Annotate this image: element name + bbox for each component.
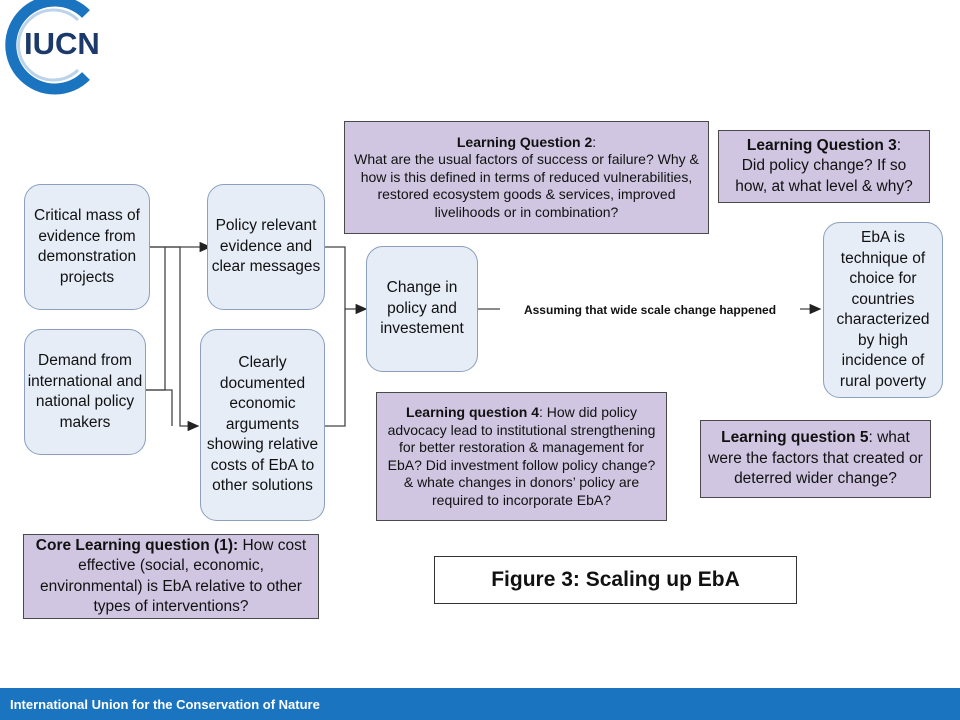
learning-question-4-text: How did policy advocacy lead to institut… [387, 404, 656, 508]
connector-policy-to-change [325, 246, 368, 315]
core-learning-question-title: Core Learning question (1): [35, 536, 239, 554]
learning-question-5-title: Learning question 5 [721, 429, 869, 447]
box-documented: Clearly documented economic arguments sh… [200, 329, 325, 521]
footer-text: International Union for the Conservation… [10, 696, 320, 712]
learning-question-2-text: What are the usual factors of success or… [354, 151, 699, 220]
connector-demand-to-documented [146, 389, 173, 426]
box-policy-relevant: Policy relevant evidence and clear messa… [207, 184, 325, 310]
learning-question-2: Learning Question 2:What are the usual f… [344, 121, 709, 234]
box-critical-mass: Critical mass of evidence from demonstra… [24, 184, 150, 310]
connector-critical-to-documented [150, 246, 200, 432]
connector-documented-to-change [325, 309, 346, 427]
figure-caption: Figure 3: Scaling up EbA [434, 556, 797, 604]
box-eba: EbA is technique of choice for countries… [823, 222, 943, 398]
learning-question-3-text: Did policy change? If so how, at what le… [735, 157, 913, 195]
learning-question-5-text: what were the factors that created or de… [708, 429, 923, 488]
core-learning-question-text: How cost effective (social, economic, en… [40, 536, 307, 616]
core-learning-question: Core Learning question (1): How cost eff… [23, 534, 319, 619]
logo-ring-icon [5, 0, 90, 95]
learning-question-4-title: Learning question 4 [405, 404, 539, 420]
box-change: Change in policy and investement [366, 246, 478, 372]
learning-question-3: Learning Question 3:Did policy change? I… [718, 130, 930, 203]
logo-text: IUCN [24, 26, 100, 61]
learning-question-3-title: Learning Question 3 [746, 136, 897, 154]
iucn-logo: IUCN [0, 0, 100, 95]
learning-question-5: Learning question 5: what were the facto… [700, 420, 931, 498]
learning-question-2-title: Learning Question 2 [456, 133, 593, 150]
learning-question-4: Learning question 4: How did policy advo… [376, 392, 667, 521]
box-demand: Demand from international and national p… [24, 329, 146, 455]
connector-label: Assuming that wide scale change happened [500, 301, 800, 319]
footer-bar: International Union for the Conservation… [0, 688, 960, 720]
